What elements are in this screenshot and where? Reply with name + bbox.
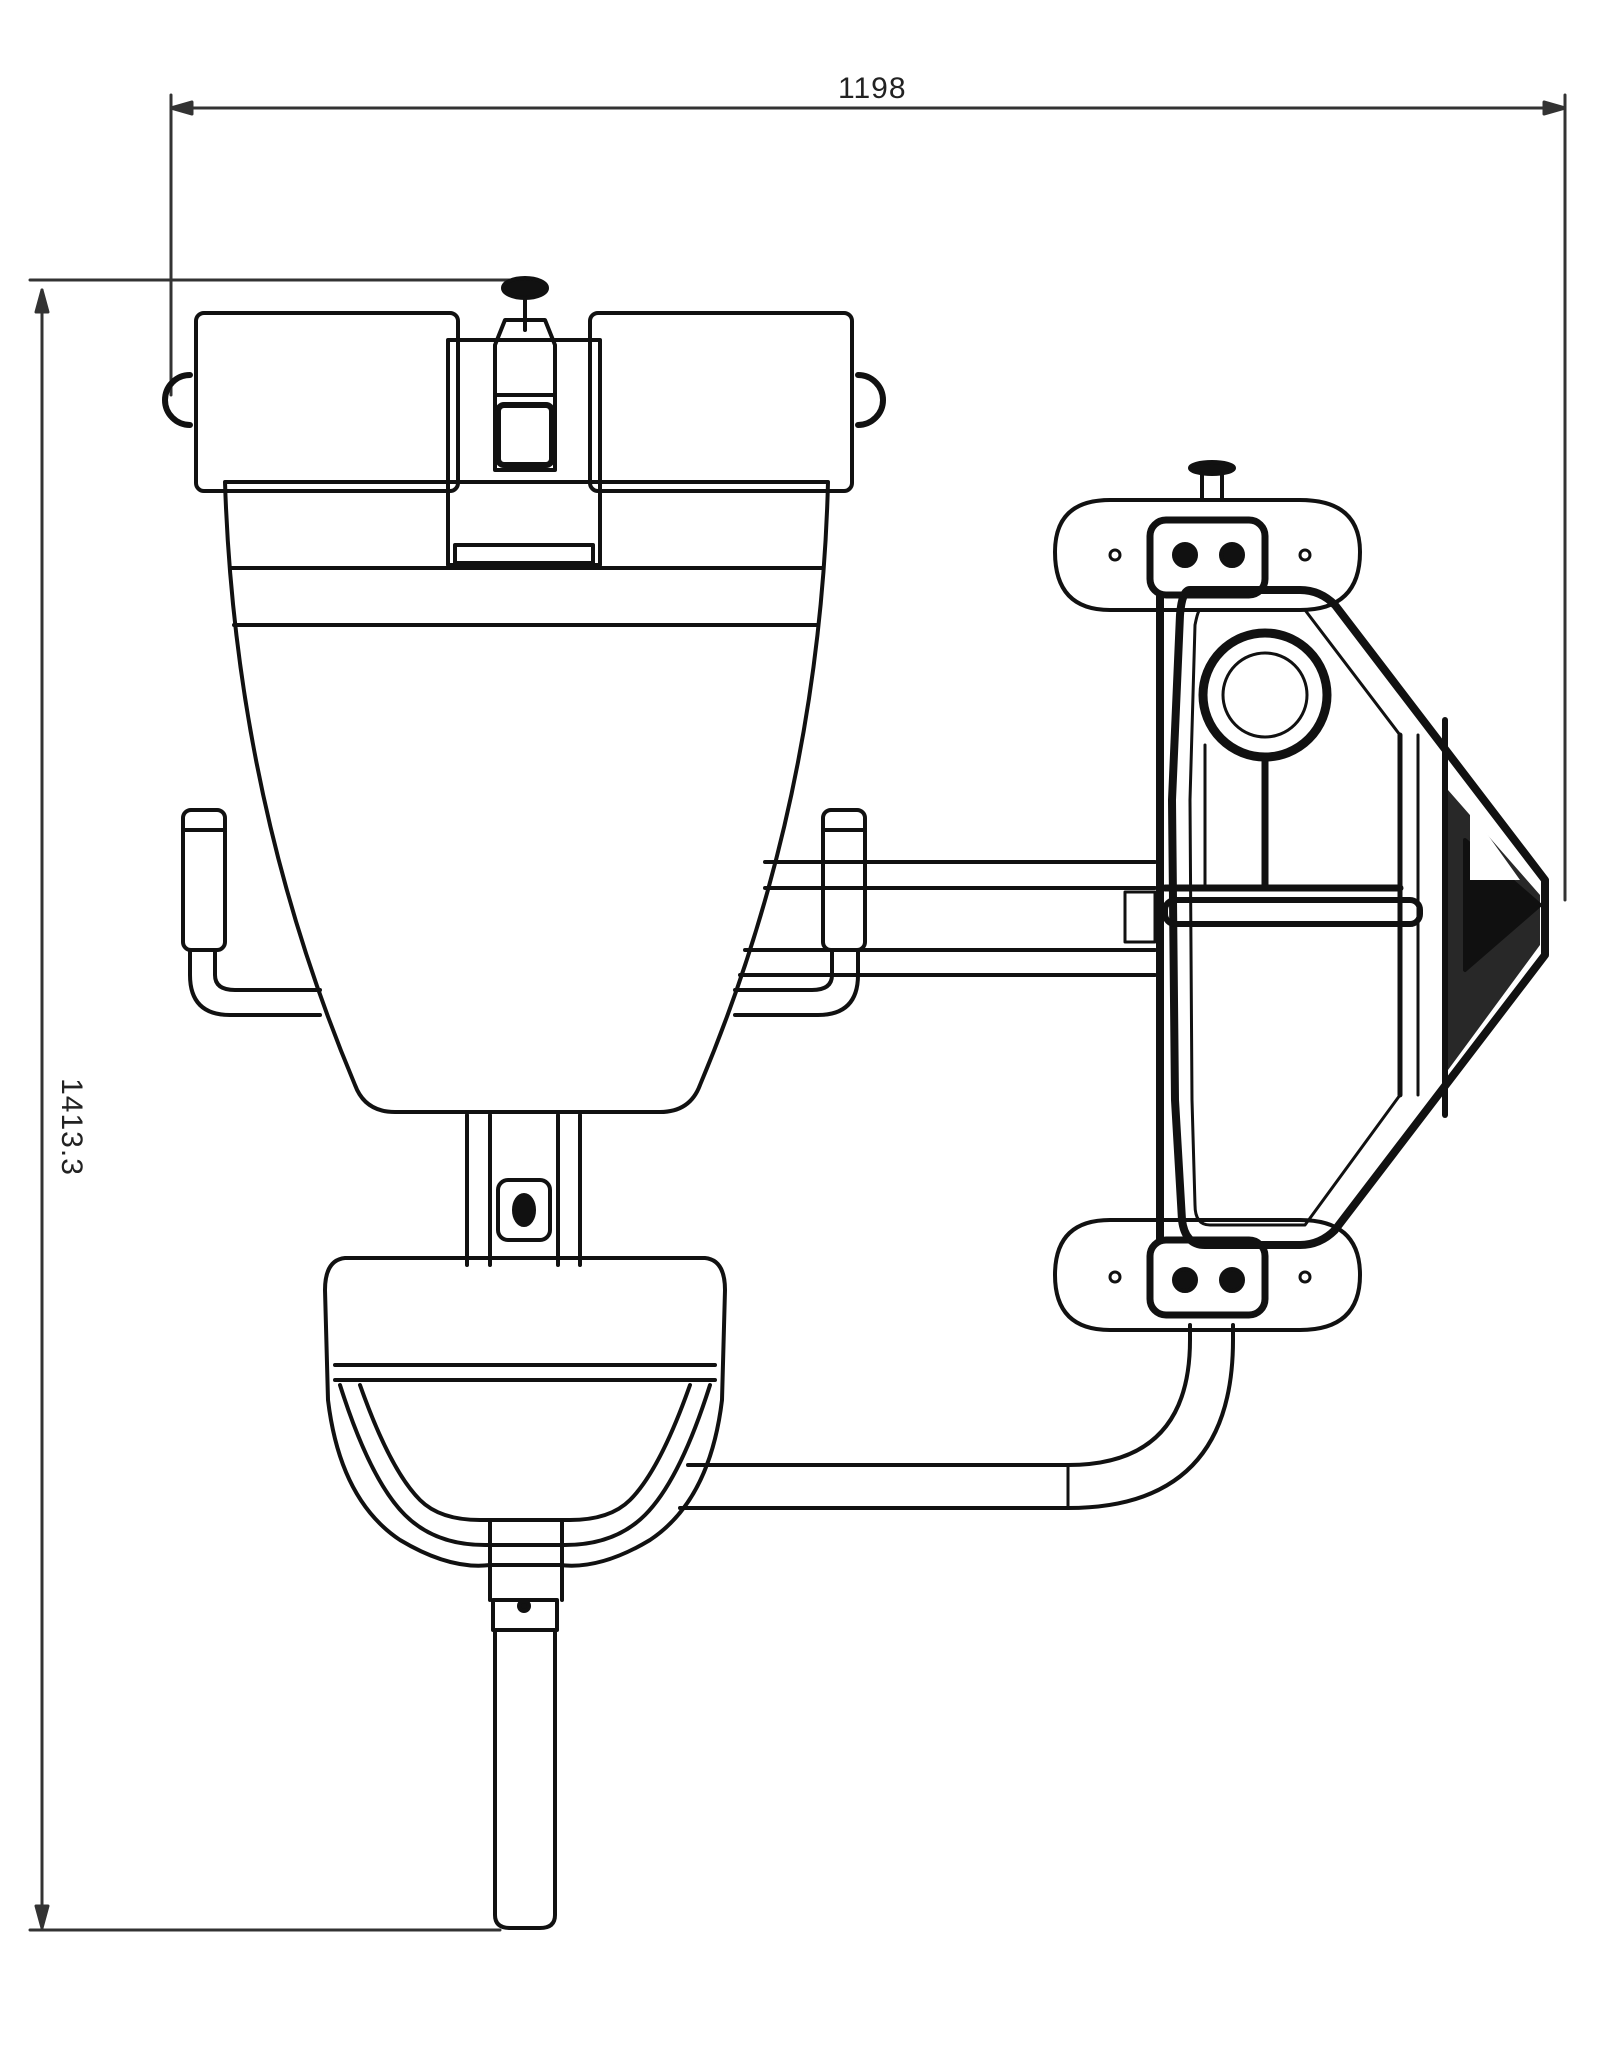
back-pad [223,480,830,1114]
connecting-tube [678,1323,1235,1510]
weight-plate-holder [1053,460,1549,1332]
left-hand-grip [181,808,322,1017]
seat-pad [323,1256,727,1602]
length-dimension-line [28,278,532,1932]
right-hand-grip [733,808,867,1017]
width-dimension-label: 1198 [838,72,907,105]
main-post [491,1598,559,1930]
adjustment-pin [446,276,602,567]
width-dimension-line [169,93,1567,902]
crossbar-tube [738,860,1157,977]
seat-stem [465,1113,582,1267]
leg-rollers [162,311,886,493]
